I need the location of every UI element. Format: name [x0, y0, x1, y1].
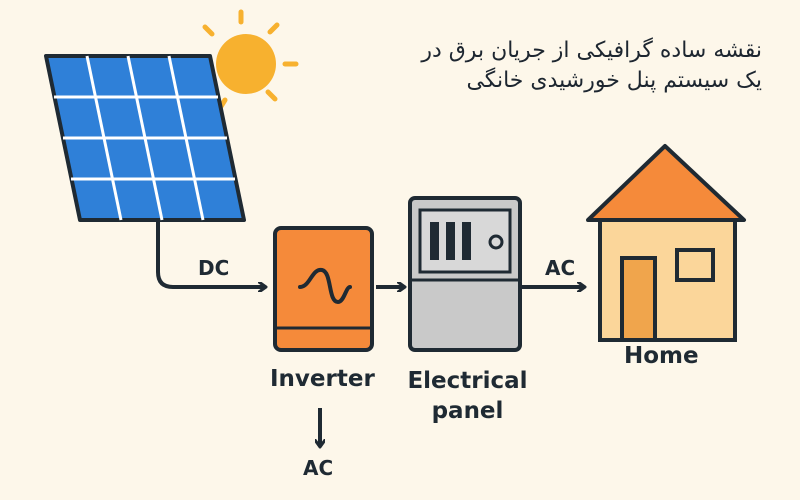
dc-label: DC — [198, 256, 230, 280]
electrical-panel-label-line2: panel — [431, 398, 504, 424]
dc-wire-arrow — [156, 220, 265, 287]
sun-icon — [202, 9, 299, 111]
home-label: Home — [624, 343, 699, 369]
electrical-panel-label-line1: Electrical — [407, 368, 528, 394]
ac-label-right: AC — [545, 256, 576, 280]
title-line: نقشه ساده گرافیکی از جریان برق در — [421, 38, 762, 63]
ac-label-bottom: AC — [303, 456, 334, 480]
diagram-title: نقشه ساده گرافیکی از جریان برق در یک سیس… — [421, 36, 762, 96]
electrical-panel-icon — [408, 196, 522, 352]
electrical-panel-label: Electrical panel — [405, 366, 530, 426]
inverter-icon — [273, 226, 374, 352]
title-line: یک سیستم پنل خورشیدی خانگی — [466, 68, 762, 93]
inverter-label: Inverter — [270, 366, 375, 392]
solar-panel-icon — [44, 54, 246, 222]
home-icon — [586, 144, 746, 342]
